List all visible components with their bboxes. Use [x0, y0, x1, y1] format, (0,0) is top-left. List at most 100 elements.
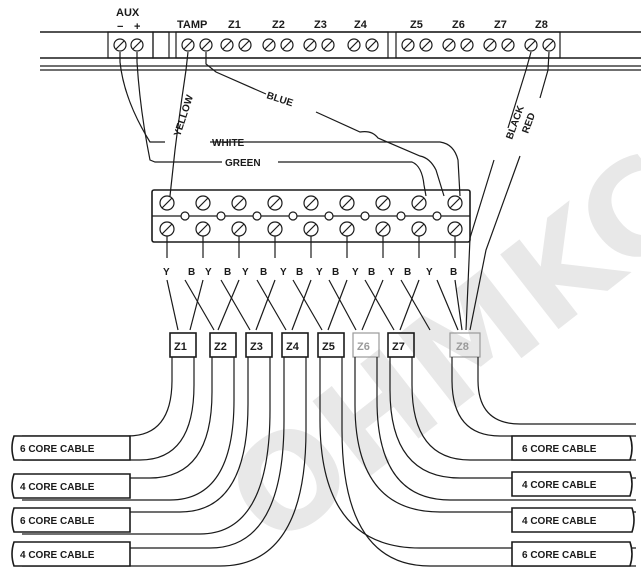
connector-label: B	[332, 267, 339, 278]
terminal-screw	[401, 38, 415, 52]
panel-zone-label: Z7	[494, 19, 507, 31]
connector-label: Y	[205, 267, 212, 278]
right-cable-label: 6 CORE CABLE	[522, 550, 597, 561]
zone-cable-label: Z3	[250, 341, 263, 353]
left-cable-label: 4 CORE CABLE	[20, 550, 95, 561]
connector-label: B	[188, 267, 195, 278]
tamp-label: TAMP	[177, 19, 207, 31]
connector-screw	[447, 195, 463, 211]
connector-screw	[195, 195, 211, 211]
connector-screw	[159, 221, 175, 237]
zone-cable-label: Z2	[214, 341, 227, 353]
terminal-screw	[199, 38, 213, 52]
right-cable-label: 6 CORE CABLE	[522, 444, 597, 455]
terminal-screw	[442, 38, 456, 52]
terminal-screw	[365, 38, 379, 52]
connector-label: Y	[163, 267, 170, 278]
panel-zone-label: Z1	[228, 19, 241, 31]
connector-label: B	[296, 267, 303, 278]
yb-labels: Y B Y B Y B Y B Y B Y B Y B Y B	[163, 267, 457, 278]
green-wire-label: GREEN	[225, 158, 261, 169]
terminal-screw	[181, 38, 195, 52]
connector-screw	[231, 221, 247, 237]
connector-label: Y	[352, 267, 359, 278]
zone-cable-boxes	[169, 332, 481, 358]
left-cable-label: 6 CORE CABLE	[20, 444, 95, 455]
connector-screw	[159, 195, 175, 211]
zone-cable-label: Z1	[174, 341, 187, 353]
control-panel	[40, 31, 641, 71]
terminal-screw	[113, 38, 127, 52]
panel-zone-label: Z5	[410, 19, 423, 31]
terminal-screw	[483, 38, 497, 52]
cable-runs	[22, 357, 636, 567]
connector-screws	[159, 195, 463, 237]
connector-label: Y	[280, 267, 287, 278]
zone-cable-label: Z6	[357, 341, 370, 353]
left-cable-label: 6 CORE CABLE	[20, 516, 95, 527]
zone-cable-label: Z8	[456, 341, 469, 353]
zone-wires	[166, 236, 463, 331]
white-wire-label: WHITE	[212, 138, 245, 149]
connector-screw	[195, 221, 211, 237]
panel-zone-label: Z6	[452, 19, 465, 31]
terminal-screw	[501, 38, 515, 52]
zone-cable-label: Z5	[322, 341, 335, 353]
connector-screw	[375, 195, 391, 211]
terminal-screw	[220, 38, 234, 52]
connector-screw	[267, 195, 283, 211]
connector-label: B	[224, 267, 231, 278]
left-cable-tags: 6 CORE CABLE 4 CORE CABLE 6 CORE CABLE 4…	[11, 435, 131, 567]
terminal-screw	[460, 38, 474, 52]
aux-label: AUX	[116, 7, 140, 19]
right-cable-label: 4 CORE CABLE	[522, 480, 597, 491]
terminal-screw	[130, 38, 144, 52]
connector-screw	[411, 221, 427, 237]
connector-screw	[303, 221, 319, 237]
connector-screw	[303, 195, 319, 211]
zone-cable-label: Z4	[286, 341, 300, 353]
terminal-screw	[542, 38, 556, 52]
connector-screw	[411, 195, 427, 211]
zone-cable-label: Z7	[392, 341, 405, 353]
connector-screw	[231, 195, 247, 211]
terminal-screw	[280, 38, 294, 52]
connector-screw	[375, 221, 391, 237]
panel-terminals	[113, 38, 556, 52]
connector-screw	[339, 195, 355, 211]
zone-cable-labels: Z1 Z2 Z3 Z4 Z5 Z6 Z7 Z8	[174, 341, 469, 353]
connector-label: Y	[316, 267, 323, 278]
aux-minus-label: −	[117, 21, 123, 33]
terminal-screw	[321, 38, 335, 52]
yellow-wire-label: YELLOW	[172, 93, 196, 138]
panel-wires	[119, 51, 550, 331]
panel-zone-label: Z8	[535, 19, 548, 31]
right-cable-label: 4 CORE CABLE	[522, 516, 597, 527]
connector-label: B	[368, 267, 375, 278]
connector-label: B	[450, 267, 457, 278]
terminal-screw	[262, 38, 276, 52]
connector-label: B	[260, 267, 267, 278]
connector-screw	[339, 221, 355, 237]
panel-zone-label: Z3	[314, 19, 327, 31]
panel-zone-label: Z4	[354, 19, 368, 31]
panel-zone-label: Z2	[272, 19, 285, 31]
right-cable-tags: 6 CORE CABLE 4 CORE CABLE 4 CORE CABLE 6…	[511, 435, 635, 567]
connector-label: Y	[242, 267, 249, 278]
left-cable-label: 4 CORE CABLE	[20, 482, 95, 493]
connector-screw	[267, 221, 283, 237]
terminal-screw	[524, 38, 538, 52]
terminal-screw	[303, 38, 317, 52]
aux-plus-label: +	[134, 21, 140, 33]
connector-label: Y	[388, 267, 395, 278]
connector-screw	[447, 221, 463, 237]
connector-label: B	[404, 267, 411, 278]
blue-wire-label: BLUE	[265, 90, 295, 109]
terminal-screw	[419, 38, 433, 52]
terminal-screw	[347, 38, 361, 52]
panel-labels: AUX − + TAMP Z1 Z2 Z3 Z4 Z5 Z6 Z7 Z8	[116, 7, 548, 33]
connector-label: Y	[426, 267, 433, 278]
terminal-screw	[238, 38, 252, 52]
wire-labels: YELLOW BLUE WHITE GREEN BLACK RED	[172, 90, 538, 169]
